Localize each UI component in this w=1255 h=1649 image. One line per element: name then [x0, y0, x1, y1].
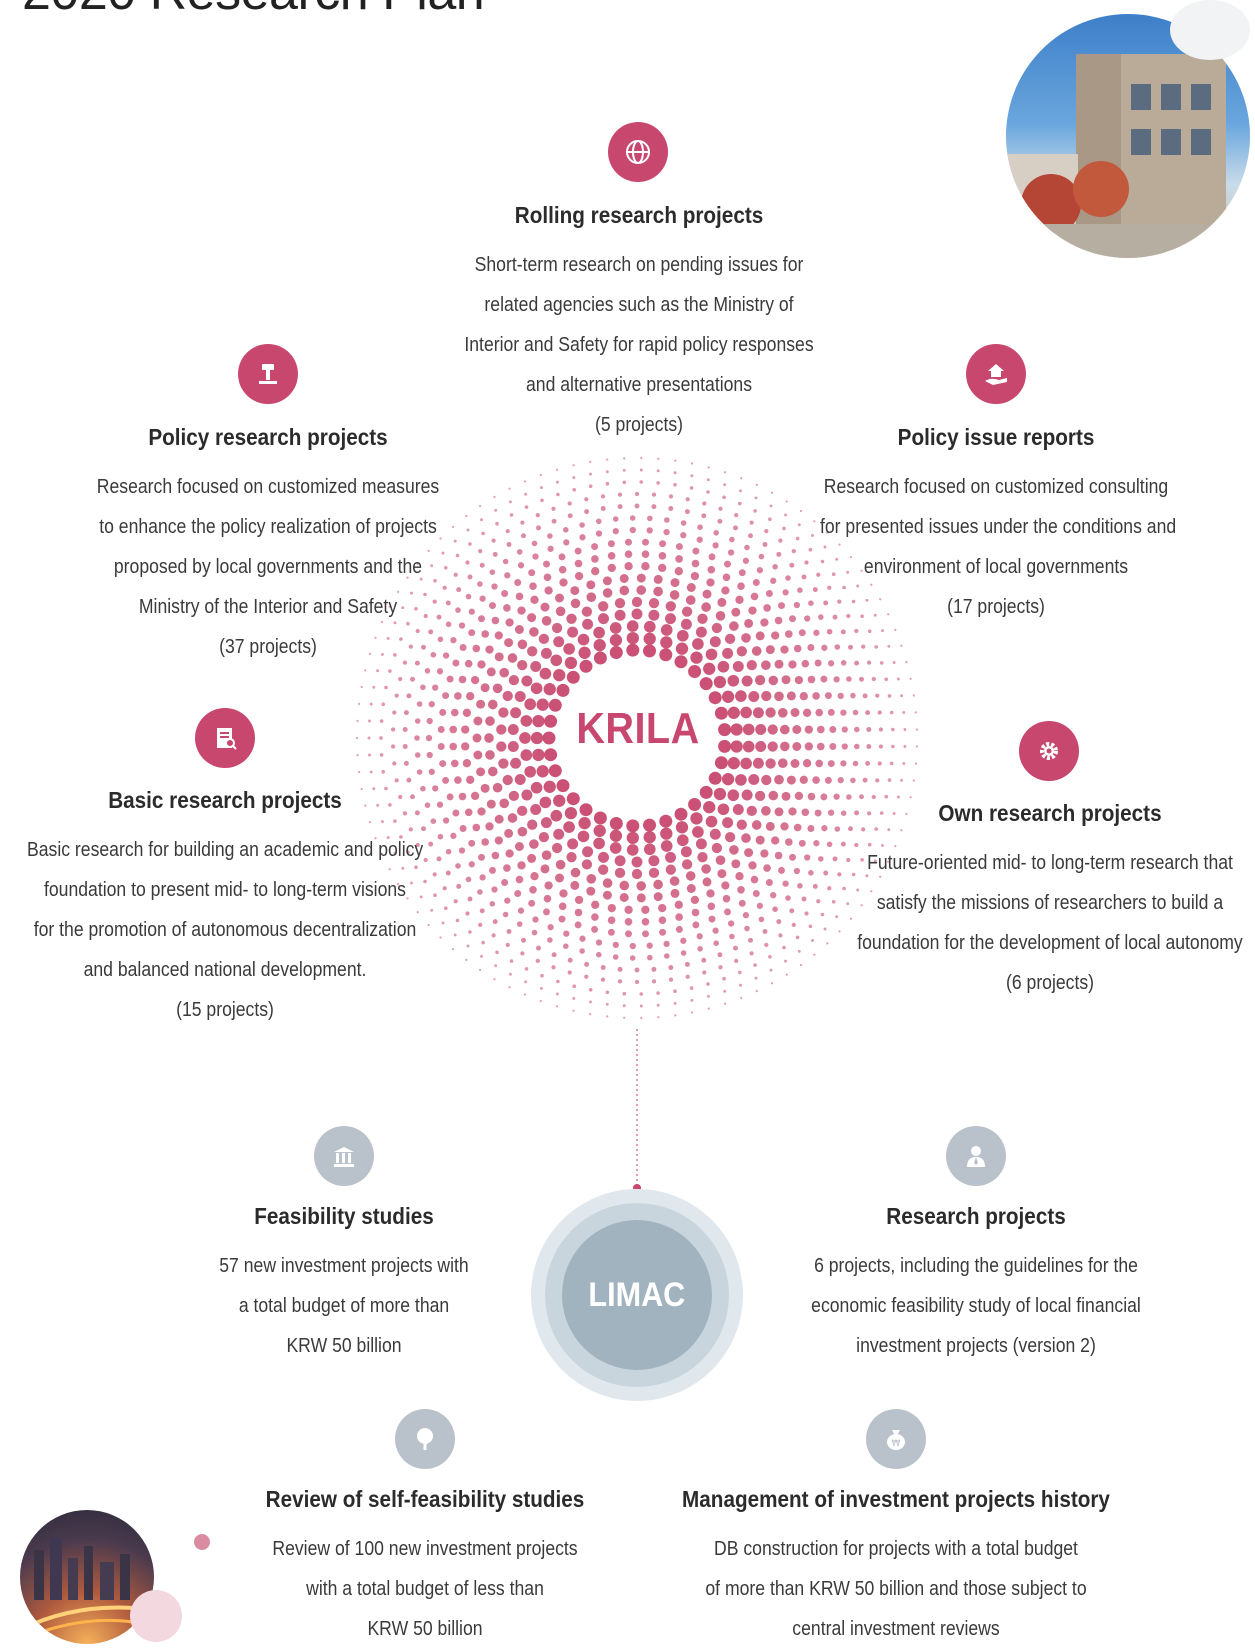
gear-icon [1019, 721, 1079, 781]
desc-line: and balanced national development. [83, 959, 367, 981]
desc-line: central investment reviews [792, 1618, 1000, 1640]
hand-house-icon [966, 344, 1026, 404]
gavel-icon [238, 344, 298, 404]
research-projects-block: Research projects 6 projects, including … [776, 1203, 1176, 1366]
desc-line: 6 projects, including the guidelines for… [814, 1255, 1138, 1277]
document-search-icon [195, 708, 255, 768]
policy-issue-block: Policy issue reports Research focused on… [796, 424, 1196, 627]
feasibility-studies-block: Feasibility studies 57 new investment pr… [144, 1203, 544, 1366]
project-count: (15 projects) [176, 999, 274, 1021]
decorative-circle [130, 1590, 182, 1642]
basic-research-block: Basic research projects Basic research f… [0, 787, 450, 1030]
limac-circle: LIMAC [562, 1220, 712, 1370]
desc-line: related agencies such as the Ministry of [484, 294, 794, 316]
decorative-circle [1170, 0, 1250, 60]
desc-line: for the promotion of autonomous decentra… [33, 919, 417, 941]
decorative-dot [194, 1534, 210, 1550]
block-title: Research projects [886, 1203, 1066, 1229]
block-title: Own research projects [938, 800, 1162, 826]
page-title: 2020 Research Plan [22, 0, 485, 22]
desc-line: for presented issues under the condition… [820, 516, 1177, 538]
desc-line: Future-oriented mid- to long-term resear… [867, 852, 1233, 874]
project-count: (17 projects) [947, 596, 1045, 618]
self-feasibility-block: Review of self-feasibility studies Revie… [200, 1486, 650, 1649]
desc-line: Research focused on customized consultin… [823, 476, 1169, 498]
tree-icon [395, 1409, 455, 1469]
desc-line: KRW 50 billion [286, 1335, 402, 1357]
krila-label: KRILA [576, 704, 700, 753]
block-title: Review of self-feasibility studies [265, 1486, 585, 1512]
block-title: Management of investment projects histor… [682, 1486, 1110, 1512]
desc-line: environment of local governments [863, 556, 1129, 578]
project-count: (37 projects) [219, 636, 317, 658]
desc-line: Review of 100 new investment projects [272, 1538, 578, 1560]
desc-line: Research focused on customized measures [96, 476, 440, 498]
block-title: Policy issue reports [897, 424, 1095, 450]
desc-line: Ministry of the Interior and Safety [138, 596, 398, 618]
desc-line: investment projects (version 2) [856, 1335, 1096, 1357]
own-research-block: Own research projects Future-oriented mi… [825, 800, 1255, 1003]
block-title: Policy research projects [148, 424, 388, 450]
desc-line: economic feasibility study of local fina… [811, 1295, 1141, 1317]
desc-line: Short-term research on pending issues fo… [474, 254, 804, 276]
desc-line: foundation for the development of local … [857, 932, 1243, 954]
project-count: (6 projects) [1005, 972, 1095, 994]
desc-line: 57 new investment projects with [219, 1255, 469, 1277]
limac-label: LIMAC [588, 1275, 686, 1314]
policy-research-block: Policy research projects Research focuse… [68, 424, 468, 667]
desc-line: foundation to present mid- to long-term … [44, 879, 406, 901]
desc-line: a total budget of more than [238, 1295, 450, 1317]
desc-line: satisfy the missions of researchers to b… [876, 892, 1224, 914]
block-title: Basic research projects [108, 787, 342, 813]
desc-line: Basic research for building an academic … [27, 839, 424, 861]
svg-text:₩: ₩ [892, 1439, 901, 1449]
block-title: Feasibility studies [254, 1203, 434, 1229]
desc-line: Interior and Safety for rapid policy res… [464, 334, 814, 356]
desc-line: KRW 50 billion [367, 1618, 483, 1640]
desc-line: and alternative presentations [525, 374, 753, 396]
researcher-icon [946, 1126, 1006, 1186]
desc-line: to enhance the policy realization of pro… [99, 516, 437, 538]
investment-history-block: Management of investment projects histor… [646, 1486, 1146, 1649]
desc-line: with a total budget of less than [306, 1578, 544, 1600]
money-bag-icon: ₩ [866, 1409, 926, 1469]
project-count: (5 projects) [594, 414, 684, 436]
block-title: Rolling research projects [514, 202, 764, 228]
desc-line: of more than KRW 50 billion and those su… [705, 1578, 1087, 1600]
desc-line: DB construction for projects with a tota… [714, 1538, 1078, 1560]
globe-icon [608, 122, 668, 182]
rolling-research-block: Rolling research projects Short-term res… [439, 202, 839, 445]
building-icon [314, 1126, 374, 1186]
desc-line: proposed by local governments and the [113, 556, 423, 578]
